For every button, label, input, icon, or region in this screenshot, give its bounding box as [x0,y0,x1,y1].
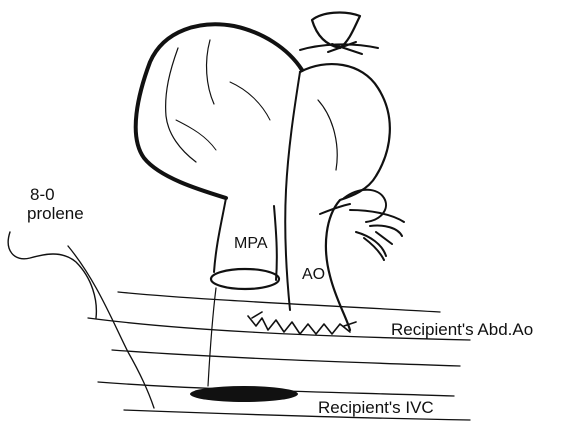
tissue-line-1 [118,292,440,312]
mpa-inner-contour [166,48,196,162]
mpa-inner-contour-2 [207,40,214,104]
suture-loop [8,232,96,318]
suture-thread [208,288,216,386]
aorta-inner-curve [318,100,337,170]
ivc-label: Recipient's IVC [318,399,434,416]
body-contour [68,246,154,408]
ao-label: AO [302,267,325,283]
recipient-ivc [190,386,298,402]
aortic-ligature [300,42,378,54]
mpa-opening [211,269,279,289]
tissue-line-3 [112,350,460,366]
aortic-anastomosis [248,316,350,334]
main-pulmonary-artery [136,24,302,198]
mpa-vessel-detail-2 [176,120,216,150]
aorta-left-wall [285,72,300,310]
branch-ties [320,190,404,256]
suture-label-material: prolene [27,205,84,222]
mpa-label: MPA [234,236,267,252]
mpa-vessel-detail [230,82,270,120]
suture-label-size: 8-0 [30,186,55,203]
mpa-right-wall [274,206,277,280]
mpa-left-wall [214,198,226,272]
abdominal-aorta-label: Recipient's Abd.Ao [391,321,533,338]
